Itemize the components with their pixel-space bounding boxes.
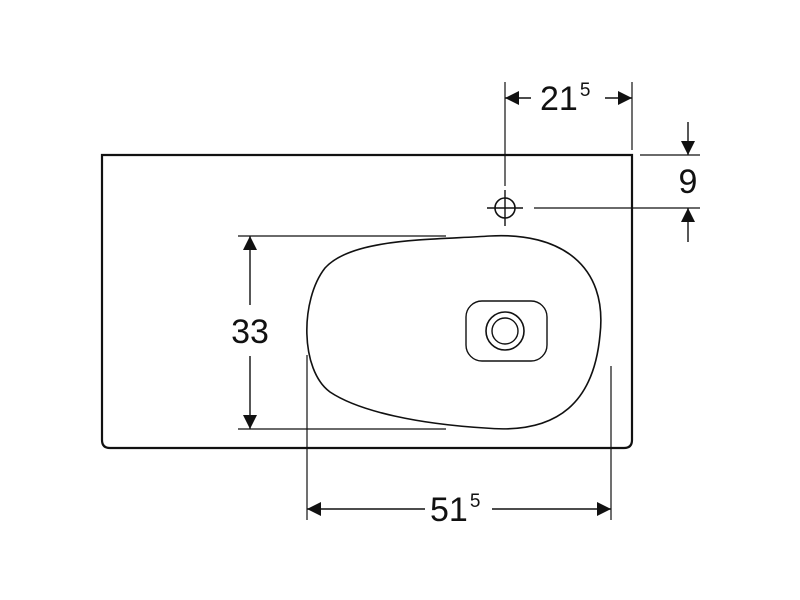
bowl-outline xyxy=(306,234,602,430)
dim-label-9: 9 xyxy=(679,163,698,201)
basin-outline xyxy=(100,153,634,450)
drain-inner xyxy=(491,317,519,345)
drain-surround xyxy=(465,300,548,362)
dim-label-33: 33 xyxy=(231,313,269,351)
drain-outer xyxy=(485,311,525,351)
